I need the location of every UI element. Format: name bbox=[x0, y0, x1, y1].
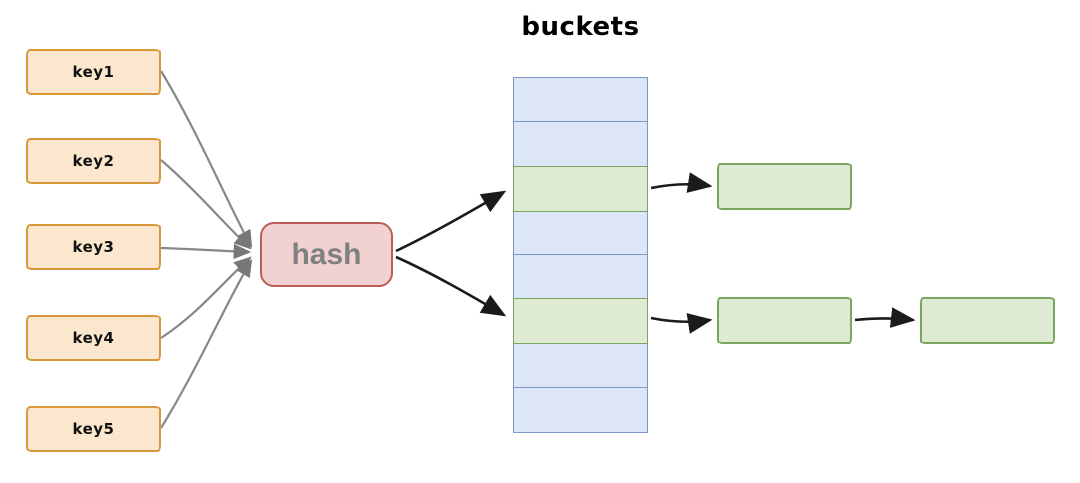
arrow-hash-bucket3 bbox=[395, 190, 507, 253]
bucket-cell-1 bbox=[513, 77, 648, 123]
bucket-cell-6-occupied bbox=[513, 298, 648, 345]
arrow-bucket3-chain1 bbox=[650, 172, 713, 193]
key-node-1: key1 bbox=[26, 49, 161, 95]
chain-entry-bucket6-1 bbox=[717, 297, 852, 344]
key-label-3: key3 bbox=[72, 238, 115, 256]
key-label-5: key5 bbox=[72, 420, 115, 438]
hash-label: hash bbox=[291, 237, 362, 271]
edge-key3-hash bbox=[160, 243, 252, 260]
edge-key2-hash bbox=[160, 159, 252, 250]
key-node-5: key5 bbox=[26, 406, 161, 452]
key-node-2: key2 bbox=[26, 138, 161, 184]
bucket-cell-5 bbox=[513, 254, 648, 301]
bucket-cell-3-occupied bbox=[513, 165, 648, 212]
key-label-2: key2 bbox=[72, 152, 115, 170]
arrow-chain2-chain3 bbox=[854, 307, 916, 328]
bucket-cell-7 bbox=[513, 342, 648, 389]
buckets-title: buckets bbox=[521, 12, 640, 42]
bucket-cell-2 bbox=[513, 121, 648, 168]
buckets-array bbox=[513, 77, 648, 434]
chain-entry-bucket6-2 bbox=[920, 297, 1055, 344]
arrow-hash-bucket6 bbox=[395, 255, 507, 317]
key-node-4: key4 bbox=[26, 315, 161, 361]
bucket-cell-4 bbox=[513, 209, 648, 256]
key-label-4: key4 bbox=[72, 329, 115, 347]
chain-entry-bucket3-1 bbox=[717, 163, 852, 210]
bucket-cell-8 bbox=[513, 387, 648, 434]
key-label-1: key1 bbox=[72, 63, 115, 81]
hash-function-node: hash bbox=[260, 222, 393, 287]
edge-key4-hash bbox=[160, 256, 252, 339]
edge-key5-hash bbox=[160, 259, 253, 429]
edge-key1-hash bbox=[160, 70, 253, 248]
key-node-3: key3 bbox=[26, 224, 161, 270]
arrow-bucket6-chain2 bbox=[650, 313, 713, 334]
